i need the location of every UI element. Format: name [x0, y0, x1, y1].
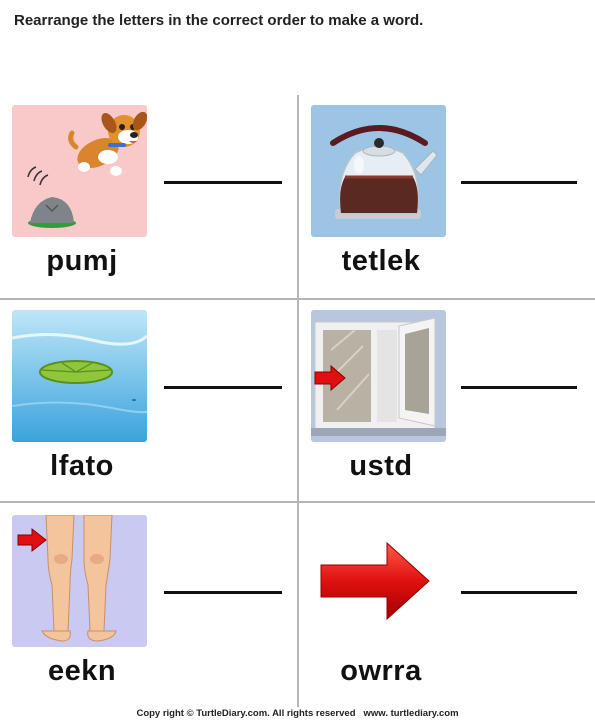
answer-blank[interactable]: [461, 181, 577, 184]
exercise-item-4: ustd: [299, 300, 595, 503]
exercise-item-5: eekn: [0, 505, 297, 708]
scrambled-word: tetlek: [341, 245, 421, 277]
copyright-text: Copy right © TurtleDiary.com. All rights…: [136, 708, 356, 719]
answer-blank[interactable]: [461, 591, 577, 594]
exercise-grid: pumj tetlek: [0, 95, 595, 707]
answer-blank[interactable]: [164, 181, 282, 184]
scrambled-word: eekn: [47, 655, 117, 687]
footer: Copy right © TurtleDiary.com. All rights…: [0, 708, 595, 719]
instruction-text: Rearrange the letters in the correct ord…: [14, 12, 424, 29]
site-link[interactable]: www. turtlediary.com: [363, 708, 459, 719]
scrambled-word: pumj: [46, 245, 118, 277]
dusty-window-icon: [311, 310, 446, 442]
answer-blank[interactable]: [164, 386, 282, 389]
column-divider: [297, 95, 299, 707]
dog-jumping-over-rock-icon: [12, 105, 147, 237]
scrambled-word: lfato: [50, 450, 114, 482]
exercise-item-6: owrra: [299, 505, 595, 708]
kettle-icon: [311, 105, 446, 237]
scrambled-word: ustd: [349, 450, 413, 482]
scrambled-word: owrra: [340, 655, 422, 687]
exercise-item-2: tetlek: [299, 95, 595, 298]
row-divider: [0, 501, 595, 503]
legs-knee-icon: [12, 515, 147, 647]
exercise-item-3: lfato: [0, 300, 297, 503]
leaf-floating-on-water-icon: [12, 310, 147, 442]
row-divider: [0, 298, 595, 300]
exercise-item-1: pumj: [0, 95, 297, 298]
answer-blank[interactable]: [461, 386, 577, 389]
red-arrow-icon: [317, 515, 432, 647]
answer-blank[interactable]: [164, 591, 282, 594]
